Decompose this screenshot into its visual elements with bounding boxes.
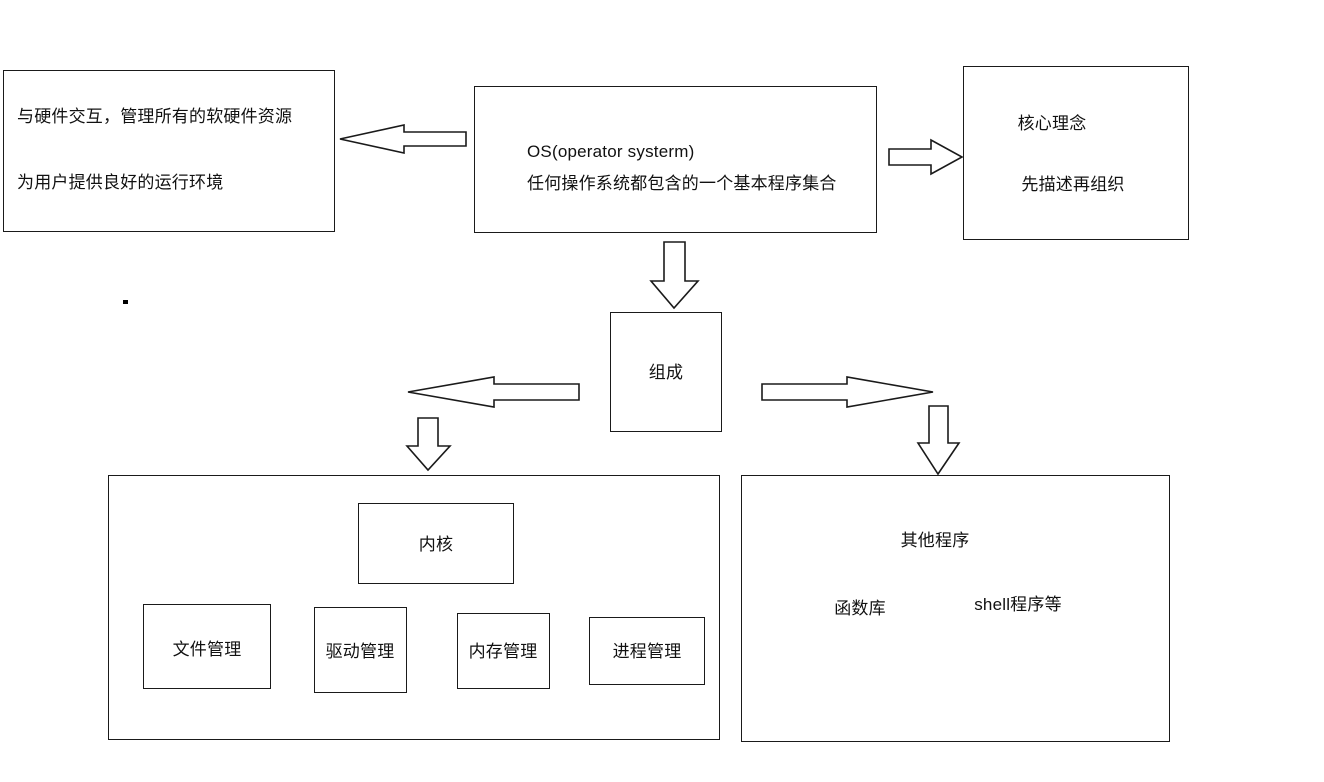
kernel-module-memory-management-label: 内存管理 [468,642,538,661]
kernel-module-file-management-label: 文件管理 [172,640,242,659]
composition-label: 组成 [648,363,684,382]
arrow-down-to-other-programs-icon [916,405,961,476]
arrow-composition-to-left-icon [407,376,580,408]
box-kernel-module-file-management [143,604,271,689]
os-definition-line2: 任何操作系统都包含的一个基本程序集合 [527,174,837,193]
other-programs-title: 其他程序 [900,531,970,550]
arrow-os-to-hardware-role-icon [339,124,467,154]
kernel-label: 内核 [418,535,454,554]
arrow-composition-to-right-icon [761,376,934,408]
other-programs-item-function-library: 函数库 [834,599,886,618]
box-kernel-module-memory-management [457,613,550,689]
stray-dot-mark [123,300,128,304]
kernel-module-driver-management-label: 驱动管理 [325,642,395,661]
box-core-idea [963,66,1189,240]
arrow-down-to-kernel-group-icon [405,417,452,472]
kernel-module-process-management-label: 进程管理 [612,642,682,661]
box-other-programs-container [741,475,1170,742]
core-idea-line2: 先描述再组织 [1021,175,1125,194]
box-kernel-group-container [108,475,720,740]
box-kernel-module-driver-management [314,607,407,693]
other-programs-item-shell: shell程序等 [974,595,1062,614]
hardware-role-line1: 与硬件交互，管理所有的软硬件资源 [17,107,293,126]
hardware-role-line2: 为用户提供良好的运行环境 [17,173,224,192]
box-composition [610,312,722,432]
box-os-definition [474,86,877,233]
core-idea-line1: 核心理念 [1017,114,1087,133]
box-hardware-role [3,70,335,232]
arrow-os-to-composition-icon [649,241,700,310]
box-kernel-module-process-management [589,617,705,685]
box-kernel [358,503,514,584]
arrow-os-to-core-idea-icon [888,138,964,176]
os-definition-line1: OS(operator systerm) [527,142,695,161]
